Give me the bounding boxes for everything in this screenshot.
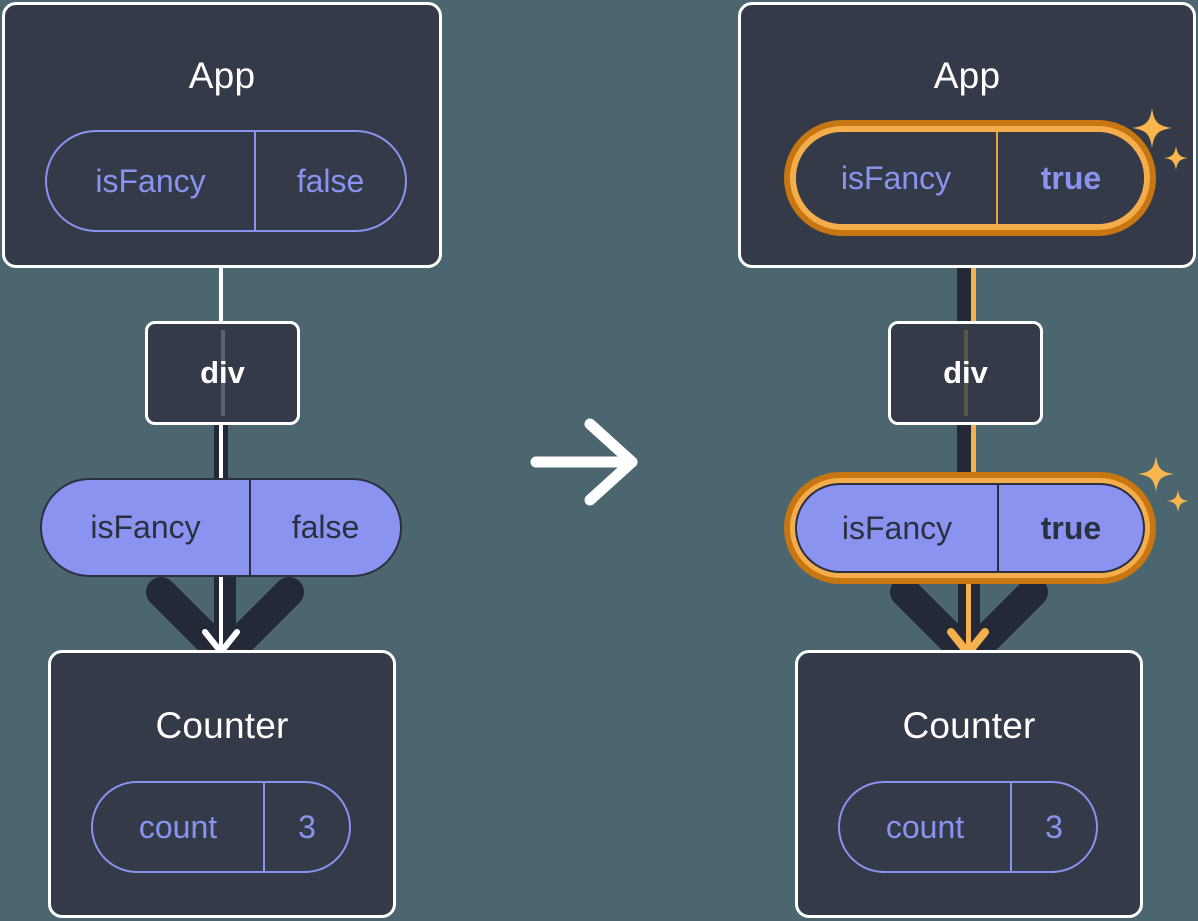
counter-title-before: Counter bbox=[155, 705, 289, 746]
div-wire-ghost-before bbox=[220, 330, 225, 416]
app-title-after: App bbox=[933, 55, 1001, 96]
counter-panel-after: Counter count 3 bbox=[795, 650, 1143, 918]
props-name-after: isFancy bbox=[841, 509, 953, 546]
counter-state-pill-before: count 3 bbox=[91, 781, 351, 873]
app-state-pill-after: isFancy true bbox=[796, 132, 1144, 224]
counter-state-name-before: count bbox=[138, 808, 218, 845]
props-highlight-outer-after bbox=[784, 472, 1156, 584]
counter-state-name-after: count bbox=[885, 808, 965, 845]
wire-div-to-props-orange-after bbox=[971, 420, 976, 490]
app-state-pill-before: isFancy false bbox=[45, 130, 407, 232]
div-node-label-before: div bbox=[200, 355, 245, 390]
counter-state-value-after: 3 bbox=[1010, 783, 1096, 871]
props-name-before: isFancy bbox=[90, 509, 201, 545]
app-state-highlight-outer-after bbox=[784, 120, 1156, 236]
app-state-value-after: true bbox=[996, 132, 1144, 224]
counter-title-after: Counter bbox=[902, 705, 1036, 746]
props-pill-before: isFancy false bbox=[40, 478, 402, 577]
app-title-before: App bbox=[188, 55, 256, 96]
app-sparkles-icon-after bbox=[1128, 100, 1198, 185]
counter-panel-before: Counter count 3 bbox=[48, 650, 396, 918]
div-node-label-after: div bbox=[943, 355, 988, 390]
props-highlight-inner-after bbox=[790, 478, 1150, 578]
app-state-name-before: isFancy bbox=[95, 162, 206, 199]
div-node-after: div bbox=[888, 321, 1043, 425]
wire-app-to-div-orange-after bbox=[971, 228, 976, 324]
app-state-value-before: false bbox=[254, 132, 405, 230]
props-sparkles-icon-after bbox=[1135, 450, 1195, 525]
props-value-before: false bbox=[249, 480, 400, 575]
counter-state-value-before: 3 bbox=[263, 783, 349, 871]
app-state-name-after: isFancy bbox=[840, 159, 952, 196]
props-pill-after: isFancy true bbox=[795, 483, 1145, 573]
wire-app-to-div-before bbox=[219, 266, 223, 324]
props-value-after: true bbox=[997, 485, 1143, 571]
div-node-before: div bbox=[145, 321, 300, 425]
wire-div-to-props-white-before bbox=[219, 420, 223, 490]
transition-right-arrow-icon bbox=[528, 410, 648, 515]
app-panel-before: App isFancy false bbox=[2, 2, 442, 268]
app-state-highlight-inner-after bbox=[790, 126, 1150, 230]
div-wire-ghost-after bbox=[963, 330, 968, 416]
counter-state-pill-after: count 3 bbox=[838, 781, 1098, 873]
